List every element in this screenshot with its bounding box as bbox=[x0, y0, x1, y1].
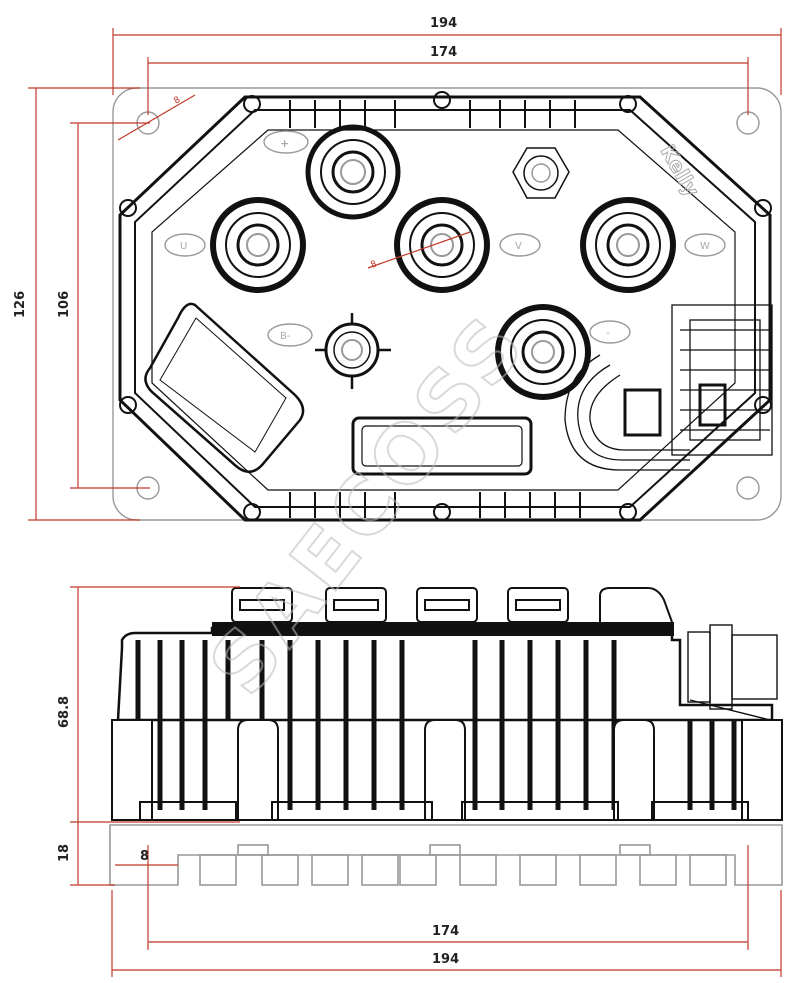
label-plate bbox=[144, 302, 305, 473]
dim-base-height: 18 bbox=[57, 844, 72, 862]
mount-hole-tr bbox=[736, 111, 760, 135]
terminal-v bbox=[394, 197, 490, 293]
side-view bbox=[109, 587, 783, 886]
side-dimension-lines bbox=[70, 586, 782, 977]
terminal-b-minus bbox=[315, 313, 391, 389]
side-connector bbox=[687, 624, 778, 721]
label-u: U bbox=[180, 241, 187, 252]
dim-top-hole-spacing: 174 bbox=[430, 45, 457, 60]
hole-diameter-center: 8 bbox=[369, 259, 378, 271]
dim-left-hole-spacing: 106 bbox=[57, 291, 72, 318]
terminal-u bbox=[210, 197, 306, 293]
side-steps bbox=[139, 801, 749, 821]
top-dimension-lines bbox=[28, 28, 782, 521]
side-terminals bbox=[231, 587, 673, 623]
dim-bottom-hole-spacing: 174 bbox=[432, 924, 459, 939]
terminal-b-plus bbox=[305, 124, 401, 220]
dim-base-hole: 8 bbox=[140, 849, 149, 864]
label-minus: - bbox=[606, 326, 610, 339]
housing-rim bbox=[151, 129, 736, 491]
hole-diameter-line-top bbox=[117, 94, 196, 141]
base-plate bbox=[109, 824, 783, 886]
label-v: V bbox=[515, 241, 522, 252]
housing-lugs bbox=[119, 91, 772, 521]
housing-outline bbox=[118, 95, 772, 522]
top-view: + U V W B- - bbox=[112, 87, 782, 522]
label-b-minus: B- bbox=[280, 331, 291, 342]
signal-connector bbox=[564, 304, 773, 471]
hex-nut-terminal bbox=[512, 147, 570, 199]
dim-side-height: 68.8 bbox=[57, 696, 72, 728]
hole-diameter-top: 8 bbox=[172, 95, 182, 107]
dim-top-outer-width: 194 bbox=[430, 16, 457, 31]
terminal-lower-right bbox=[495, 304, 591, 400]
dim-bottom-outer-width: 194 bbox=[432, 952, 459, 967]
terminal-label-ovals bbox=[164, 130, 726, 347]
dim-left-outer-height: 126 bbox=[13, 291, 28, 318]
name-plate bbox=[351, 416, 533, 476]
side-bosses bbox=[111, 719, 783, 821]
hole-diameter-line-center bbox=[367, 231, 471, 269]
lid bbox=[116, 626, 774, 722]
label-plus: + bbox=[280, 137, 289, 150]
housing-inner bbox=[134, 109, 756, 508]
mount-hole-br bbox=[736, 476, 760, 500]
terminal-w bbox=[580, 197, 676, 293]
top-fins bbox=[289, 100, 581, 518]
label-w: W bbox=[700, 241, 710, 252]
